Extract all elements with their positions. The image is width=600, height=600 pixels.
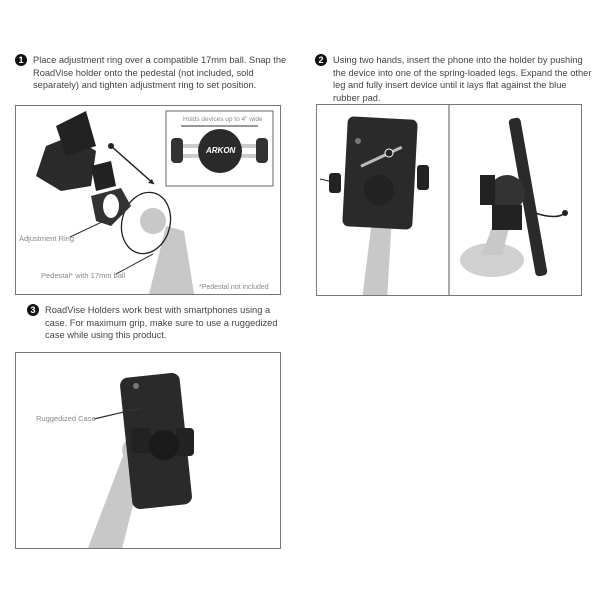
panel-step-1-illustration: Holds devices up to 4" wide ARKON Adjust…: [15, 105, 281, 295]
step-number-badge: 2: [315, 54, 327, 66]
step-text: Place adjustment ring over a compatible …: [33, 55, 287, 90]
adjustment-ring-label: Adjustment Ring: [19, 234, 75, 243]
phone-insertion-illustration: [319, 105, 568, 295]
panel-step-3-illustration: Ruggedized Case: [15, 352, 281, 549]
arkon-logo: ARKON: [206, 146, 236, 155]
step-text: Using two hands, insert the phone into t…: [333, 55, 592, 103]
holder-assembly-illustration: [36, 110, 274, 294]
step-1: 1 Place adjustment ring over a compatibl…: [15, 54, 290, 92]
pedestal-footnote: *Pedestal not included: [199, 284, 269, 291]
device-width-label: Holds devices up to 4" wide: [183, 116, 263, 123]
ruggedized-case-label: Ruggedized Case: [36, 414, 96, 423]
panel-step-2-illustration: [316, 104, 582, 296]
step-text: RoadVise Holders work best with smartpho…: [45, 305, 278, 340]
step-number-badge: 3: [27, 304, 39, 316]
ruggedized-case-illustration: [87, 373, 194, 548]
pedestal-label: Pedestal* with 17mm ball: [41, 271, 126, 280]
step-2: 2 Using two hands, insert the phone into…: [315, 54, 595, 104]
step-3: 3 RoadVise Holders work best with smartp…: [27, 304, 287, 342]
step-number-badge: 1: [15, 54, 27, 66]
